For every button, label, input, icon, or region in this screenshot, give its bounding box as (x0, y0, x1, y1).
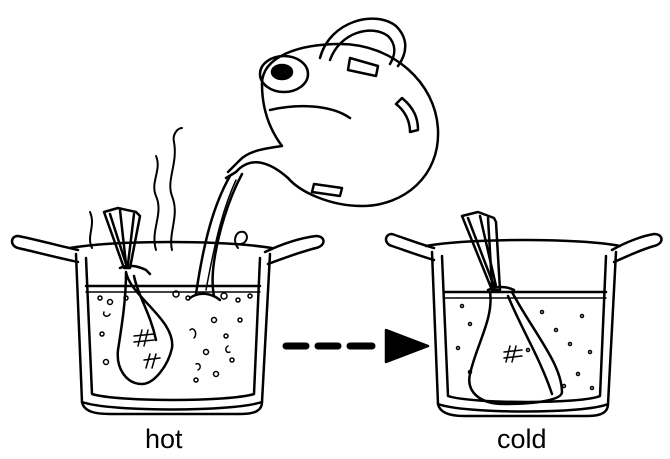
hot-label: hot (145, 424, 183, 455)
pour-stream (190, 174, 242, 300)
dashed-arrow-icon (286, 330, 428, 362)
teapot-icon (226, 19, 438, 206)
hot-bag (104, 208, 172, 384)
cold-pot (386, 234, 662, 416)
cold-specks (457, 305, 594, 390)
cold-label: cold (497, 424, 547, 455)
